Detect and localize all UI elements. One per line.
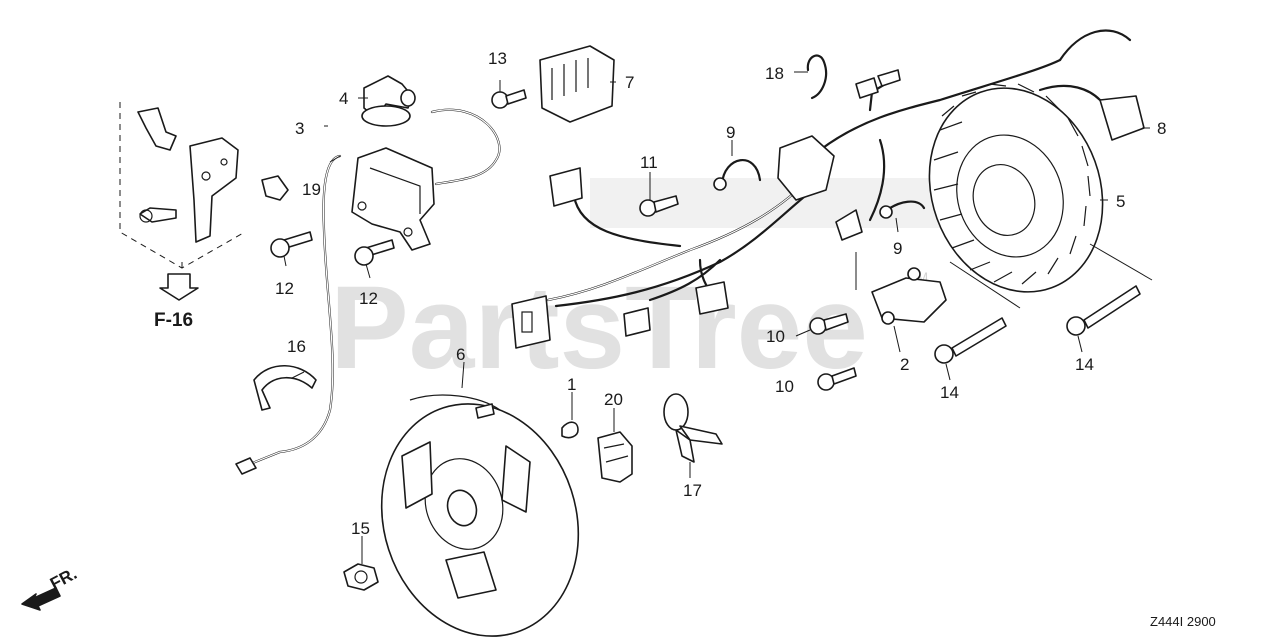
callout-16: 16 xyxy=(287,337,306,356)
ground-lead-upper xyxy=(720,159,762,186)
callout-9a: 9 xyxy=(726,123,735,142)
callouts: 1 2 3 4 5 6 7 8 9 9 10 10 11 12 12 13 14… xyxy=(275,49,1166,538)
callout-12b: 12 xyxy=(359,289,378,308)
callout-7: 7 xyxy=(625,73,634,92)
clamp-20 xyxy=(597,431,633,483)
bolt-14b xyxy=(1066,285,1141,336)
callout-10b: 10 xyxy=(775,377,794,396)
stator xyxy=(928,83,1104,293)
harness-boot xyxy=(777,135,835,201)
bolt-11 xyxy=(639,195,679,217)
cable-clip-18 xyxy=(806,54,828,100)
callout-5: 5 xyxy=(1116,192,1125,211)
connector-small xyxy=(1099,95,1145,141)
flywheel xyxy=(380,394,580,637)
connector-2pin xyxy=(623,307,651,337)
ignition-coil xyxy=(351,108,501,251)
bolt-10a xyxy=(809,313,849,335)
callout-6: 6 xyxy=(456,345,465,364)
callout-20: 20 xyxy=(604,390,623,409)
leader-lines xyxy=(283,71,1150,564)
bolt-12a xyxy=(270,231,313,258)
plug-cap xyxy=(361,75,416,127)
callout-14a: 14 xyxy=(940,383,959,402)
bolt-14a xyxy=(934,317,1007,364)
callout-10a: 10 xyxy=(766,327,785,346)
page-ref-arrow xyxy=(159,273,199,301)
callout-9b: 9 xyxy=(893,239,902,258)
callout-3: 3 xyxy=(295,119,304,138)
bolt-10b xyxy=(817,367,857,391)
direction-arrow xyxy=(21,587,61,611)
wire-band xyxy=(253,365,317,411)
callout-14b: 14 xyxy=(1075,355,1094,374)
callout-1: 1 xyxy=(567,375,576,394)
callout-4: 4 xyxy=(339,89,348,108)
cable-tie-17 xyxy=(663,393,723,463)
callout-11: 11 xyxy=(640,153,658,172)
callout-13: 13 xyxy=(488,49,507,68)
connector-right xyxy=(695,281,729,315)
page-ref-label: F-16 xyxy=(154,310,193,331)
ground-terminal xyxy=(235,457,257,475)
sub-assembly-box xyxy=(119,102,246,269)
harness-sleeve xyxy=(835,209,863,241)
connector-4pin xyxy=(511,295,551,349)
wire-clip xyxy=(261,175,289,201)
callout-17: 17 xyxy=(683,481,702,500)
bolt-13 xyxy=(491,89,527,109)
woodruff-key xyxy=(561,421,579,439)
spare-terminal xyxy=(855,77,879,99)
ignition-module xyxy=(871,267,947,325)
regulator-rectifier xyxy=(539,45,615,123)
flange-nut xyxy=(343,563,379,591)
diagram-code: Z444I 2900 xyxy=(1150,614,1216,629)
bolt-12b xyxy=(354,239,395,266)
callout-19: 19 xyxy=(302,180,321,199)
spare-terminal-2 xyxy=(877,69,901,87)
callout-2: 2 xyxy=(900,355,909,374)
watermark: PartsTree xyxy=(330,262,868,394)
connector-top xyxy=(549,167,583,207)
ground-wire xyxy=(248,154,342,466)
callout-12a: 12 xyxy=(275,279,294,298)
callout-15: 15 xyxy=(351,519,370,538)
stator-mount-lead xyxy=(949,243,1153,309)
callout-18: 18 xyxy=(765,64,784,83)
callout-8: 8 xyxy=(1157,119,1166,138)
